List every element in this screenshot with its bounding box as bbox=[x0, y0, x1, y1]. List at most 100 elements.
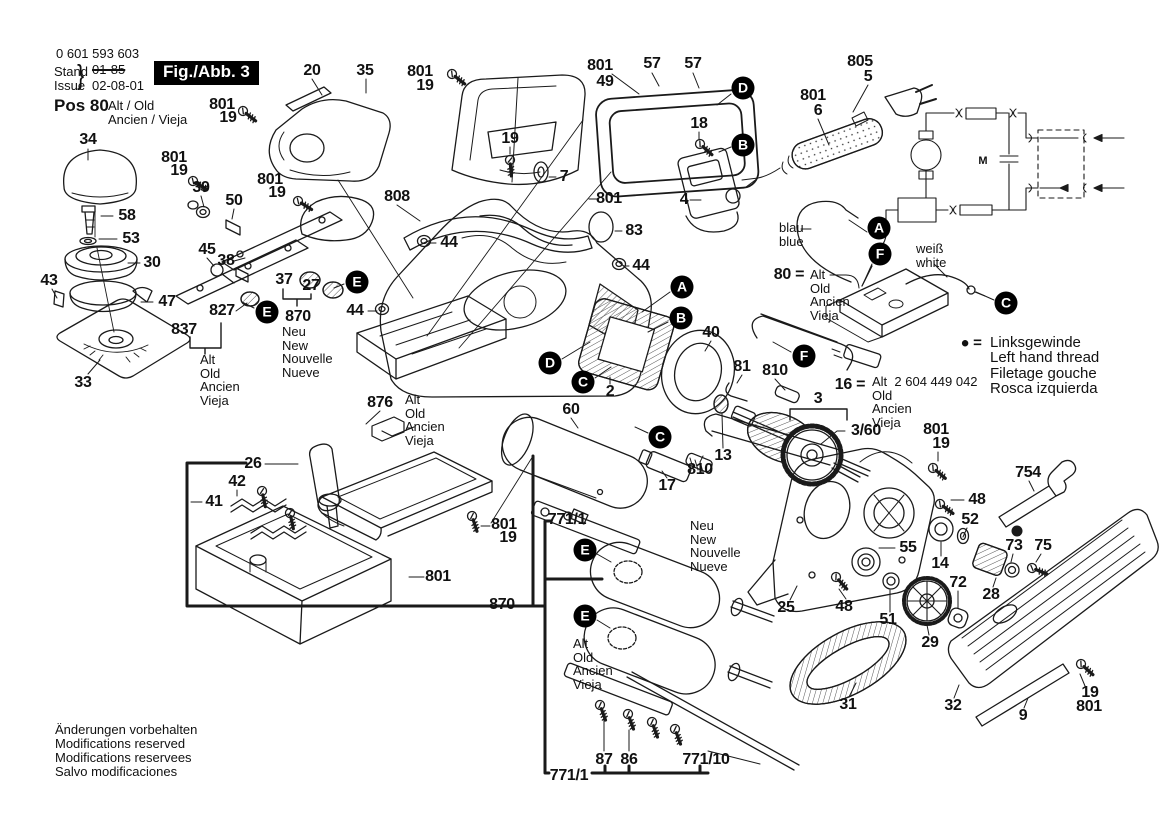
part-callout-771/1: 771/1 bbox=[547, 511, 587, 528]
part-callout-38: 38 bbox=[217, 252, 235, 269]
pin-43 bbox=[53, 290, 65, 308]
switch-4 bbox=[677, 147, 741, 233]
part-callout-19: 19 bbox=[219, 109, 237, 126]
part-callout-801: 801 bbox=[1076, 698, 1102, 715]
part-callout-801: 801 bbox=[596, 190, 622, 207]
part-callout-801: 801 bbox=[491, 516, 517, 533]
guide-bar-837 bbox=[175, 239, 309, 305]
deflector-808 bbox=[403, 216, 593, 253]
part-callout-754: 754 bbox=[1015, 464, 1041, 481]
part-callout-6: 6 bbox=[813, 102, 823, 119]
rollers-27-870 bbox=[299, 271, 344, 299]
wave-washers-41 bbox=[230, 498, 307, 540]
part-callout-83: 83 bbox=[625, 222, 643, 239]
part-callout-73: 73 bbox=[1005, 537, 1023, 554]
bearing-55 bbox=[851, 547, 881, 577]
part-callout-810: 810 bbox=[687, 461, 713, 478]
part-callout-13: 13 bbox=[714, 447, 732, 464]
spring-screw-810-a bbox=[774, 385, 800, 404]
base-plate-801 bbox=[317, 451, 493, 541]
washer-53 bbox=[79, 236, 97, 246]
assembly-letter-E: E bbox=[345, 270, 369, 294]
part-callout-805: 805 bbox=[847, 53, 873, 70]
part-callout-28: 28 bbox=[982, 586, 1000, 603]
scale-plate-33 bbox=[56, 298, 191, 379]
part-callout-33: 33 bbox=[74, 374, 92, 391]
part-callout-75: 75 bbox=[1034, 537, 1052, 554]
guide-bar-38 bbox=[221, 195, 375, 271]
part-callout-14: 14 bbox=[931, 555, 949, 572]
part-callout-26: 26 bbox=[244, 455, 262, 472]
part-callout-808: 808 bbox=[384, 188, 410, 205]
bearing-14 bbox=[928, 516, 954, 542]
part-callout-44: 44 bbox=[440, 234, 458, 251]
leader-lines bbox=[51, 72, 1086, 765]
issue-value: 02-08-01 bbox=[92, 78, 145, 93]
motor-label: M bbox=[978, 155, 988, 167]
part-callout-19: 19 bbox=[416, 77, 434, 94]
grommet-7 bbox=[533, 161, 549, 183]
part-callout-57: 57 bbox=[643, 55, 661, 72]
nut-73 bbox=[1004, 562, 1020, 578]
part-callout-27: 27 bbox=[302, 277, 320, 294]
part-callout-837: 837 bbox=[171, 321, 197, 338]
assembly-letter-E: E bbox=[573, 604, 597, 628]
part-callout-49: 49 bbox=[596, 73, 614, 90]
assembly-letter-D: D bbox=[538, 351, 562, 375]
belt-cover-35 bbox=[268, 98, 391, 182]
part-callout-801: 801 bbox=[407, 63, 433, 80]
part-callout-19: 19 bbox=[501, 130, 519, 147]
left-hand-thread-dot bbox=[1011, 525, 1023, 537]
document-number: 0 601 593 603 bbox=[56, 46, 140, 61]
part-callout-87: 87 bbox=[595, 751, 613, 768]
issue-label: Issue bbox=[54, 78, 86, 93]
part-callout-876: 876 bbox=[367, 394, 393, 411]
part-callout-55: 55 bbox=[899, 539, 917, 556]
wire-guide-f bbox=[751, 313, 854, 371]
wiring-schematic bbox=[875, 107, 1125, 253]
part-callout-40: 40 bbox=[702, 324, 720, 341]
housing-box-801 bbox=[195, 505, 392, 645]
part-callout-17: 17 bbox=[658, 477, 676, 494]
pos-80-label: Pos 80 bbox=[54, 96, 109, 115]
stand-label: Stand bbox=[54, 64, 88, 79]
pin-50 bbox=[225, 219, 241, 236]
washer-51 bbox=[882, 572, 900, 590]
part-callout-30: 30 bbox=[143, 254, 161, 271]
washer-39 bbox=[187, 200, 199, 210]
module-80 bbox=[825, 268, 949, 343]
gear-housing-25 bbox=[747, 447, 935, 613]
part-callout-9: 9 bbox=[1018, 707, 1028, 724]
bearing-flange-40 bbox=[660, 329, 736, 415]
part-callout-3: 3 bbox=[813, 390, 823, 407]
part-callout-86: 86 bbox=[620, 751, 638, 768]
wire-white bbox=[905, 274, 986, 297]
assembly-letter-E: E bbox=[255, 300, 279, 324]
part-callout-34: 34 bbox=[79, 131, 97, 148]
cap-72 bbox=[947, 607, 969, 629]
stator-2 bbox=[578, 298, 675, 391]
part-callout-60: 60 bbox=[562, 401, 580, 418]
eye-bolt-45 bbox=[210, 263, 235, 284]
part-callout-801: 801 bbox=[923, 421, 949, 438]
assembly-letter-A: A bbox=[670, 275, 694, 299]
pulley-29 bbox=[902, 576, 952, 626]
assembly-letter-D: D bbox=[731, 76, 755, 100]
part-callout-16: 16 = bbox=[834, 376, 866, 393]
connector-16 bbox=[831, 343, 882, 369]
part-callout-32: 32 bbox=[944, 697, 962, 714]
part-callout-19: 19 bbox=[268, 184, 286, 201]
adjust-housing-30 bbox=[64, 245, 138, 313]
part-callout-72: 72 bbox=[949, 574, 967, 591]
drum-new-870 bbox=[589, 541, 775, 629]
part-callout-58: 58 bbox=[118, 207, 136, 224]
